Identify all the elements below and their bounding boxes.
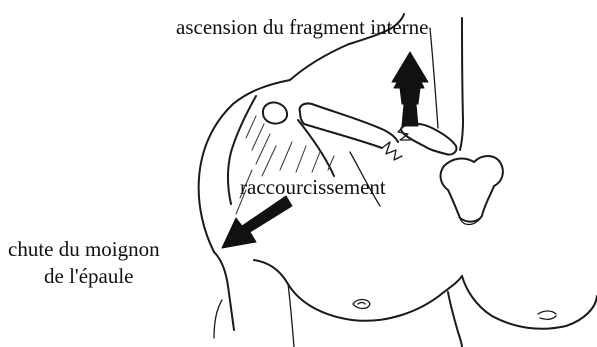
- sternum: [441, 156, 503, 225]
- clavicle-internal-fragment: [398, 124, 456, 155]
- shoulder-drop-arrow: [222, 196, 292, 248]
- acromion: [263, 102, 287, 123]
- clavicle-external-fragment: [300, 103, 402, 160]
- upward-arrow: [392, 52, 428, 126]
- internal-fragment-rise-label: ascension du fragment interne: [176, 14, 429, 40]
- chest-outline: [214, 252, 597, 347]
- stump-drop-label-line2: de l'épaule: [44, 263, 134, 289]
- shortening-label: raccourcissement: [240, 174, 386, 200]
- stump-drop-label-line1: chute du moignon: [8, 236, 160, 262]
